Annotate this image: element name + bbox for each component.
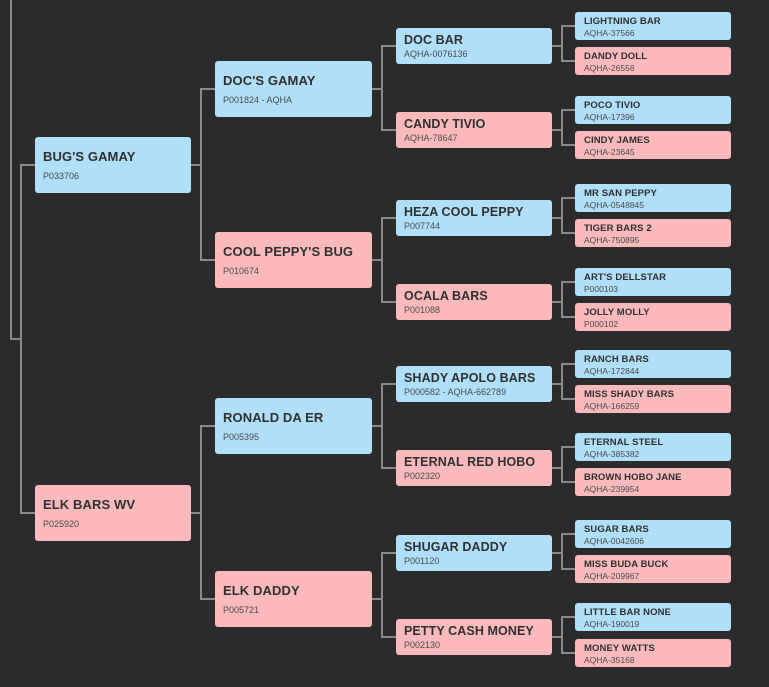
horse-registration: P025920 bbox=[43, 519, 80, 529]
horse-registration: AQHA-0076136 bbox=[404, 49, 468, 59]
horse-name: HEZA COOL PEPPY bbox=[404, 205, 524, 219]
horse-name: ELK DADDY bbox=[223, 583, 300, 598]
horse-registration: AQHA-209967 bbox=[584, 571, 640, 581]
horse-registration: AQHA-17396 bbox=[584, 112, 635, 122]
horse-name: RANCH BARS bbox=[584, 354, 649, 365]
horse-name: JOLLY MOLLY bbox=[584, 307, 650, 318]
horse-registration: AQHA-385382 bbox=[584, 449, 640, 459]
horse-registration: P002320 bbox=[404, 471, 441, 481]
horse-registration: P033706 bbox=[43, 171, 80, 181]
horse-name: DOC BAR bbox=[404, 33, 464, 47]
horse-registration: P007744 bbox=[404, 221, 441, 231]
horse-card-petty-cash-money[interactable]: PETTY CASH MONEY P002130 bbox=[396, 619, 552, 655]
horse-name: SHUGAR DADDY bbox=[404, 540, 508, 554]
horse-card-shugar-daddy[interactable]: SHUGAR DADDY P001120 bbox=[396, 535, 552, 571]
horse-name: RONALD DA ER bbox=[223, 410, 324, 425]
horse-card-cool-peppy-s-bug[interactable]: COOL PEPPY'S BUG P010674 bbox=[215, 232, 372, 288]
horse-registration: AQHA-239954 bbox=[584, 484, 640, 494]
horse-registration: AQHA-26556 bbox=[584, 63, 635, 73]
horse-name: LITTLE BAR NONE bbox=[584, 607, 671, 618]
horse-name: COOL PEPPY'S BUG bbox=[223, 244, 354, 259]
horse-registration: P000102 bbox=[584, 319, 619, 329]
horse-name: ETERNAL RED HOBO bbox=[404, 455, 536, 469]
horse-name: OCALA BARS bbox=[404, 289, 488, 303]
horse-registration: P005395 bbox=[223, 432, 260, 442]
horse-card-ronald-da-er[interactable]: RONALD DA ER P005395 bbox=[215, 398, 372, 454]
horse-card-ocala-bars[interactable]: OCALA BARS P001088 bbox=[396, 284, 552, 320]
horse-registration: AQHA-0042606 bbox=[584, 536, 645, 546]
horse-name: MONEY WATTS bbox=[584, 643, 655, 654]
horse-card-elk-daddy[interactable]: ELK DADDY P005721 bbox=[215, 571, 372, 627]
horse-registration: P001088 bbox=[404, 305, 441, 315]
horse-registration: P001120 bbox=[404, 556, 440, 566]
horse-name: CINDY JAMES bbox=[584, 135, 650, 146]
horse-name: MISS BUDA BUCK bbox=[584, 559, 669, 570]
horse-card-candy-tivio[interactable]: CANDY TIVIO AQHA-78647 bbox=[396, 112, 552, 148]
horse-name: POCO TIVIO bbox=[584, 100, 641, 111]
horse-name: SUGAR BARS bbox=[584, 524, 649, 535]
horse-registration: P000582 - AQHA-662789 bbox=[404, 387, 507, 397]
horse-registration: AQHA-37566 bbox=[584, 28, 635, 38]
horse-registration: P002130 bbox=[404, 640, 441, 650]
horse-name: DANDY DOLL bbox=[584, 51, 648, 62]
horse-card-doc-s-gamay[interactable]: DOC'S GAMAY P001824 - AQHA bbox=[215, 61, 372, 117]
horse-registration: AQHA-23645 bbox=[584, 147, 635, 157]
horse-registration: AQHA-35168 bbox=[584, 655, 635, 665]
horse-registration: AQHA-166259 bbox=[584, 401, 640, 411]
horse-name: SHADY APOLO BARS bbox=[404, 371, 536, 385]
horse-name: BROWN HOBO JANE bbox=[584, 472, 682, 483]
horse-card-doc-bar[interactable]: DOC BAR AQHA-0076136 bbox=[396, 28, 552, 64]
horse-registration: AQHA-750895 bbox=[584, 235, 640, 245]
horse-registration: AQHA-0548845 bbox=[584, 200, 645, 210]
horse-card-bug-s-gamay[interactable]: BUG'S GAMAY P033706 bbox=[35, 137, 191, 193]
horse-card-shady-apolo-bars[interactable]: SHADY APOLO BARS P000582 - AQHA-662789 bbox=[396, 366, 552, 402]
horse-registration: P010674 bbox=[223, 266, 260, 276]
horse-name: LIGHTNING BAR bbox=[584, 16, 661, 27]
horse-name: BUG'S GAMAY bbox=[43, 149, 136, 164]
horse-name: PETTY CASH MONEY bbox=[404, 624, 534, 638]
horse-registration: P000103 bbox=[584, 284, 619, 294]
horse-registration: P001824 - AQHA bbox=[223, 95, 293, 105]
horse-name: DOC'S GAMAY bbox=[223, 73, 316, 88]
horse-registration: AQHA-172844 bbox=[584, 366, 640, 376]
horse-name: ART'S DELLSTAR bbox=[584, 272, 667, 283]
horse-name: TIGER BARS 2 bbox=[584, 223, 652, 234]
horse-name: ELK BARS WV bbox=[43, 497, 136, 512]
horse-name: CANDY TIVIO bbox=[404, 117, 486, 131]
horse-card-eternal-red-hobo[interactable]: ETERNAL RED HOBO P002320 bbox=[396, 450, 552, 486]
horse-registration: AQHA-78647 bbox=[404, 133, 458, 143]
horse-registration: P005721 bbox=[223, 605, 260, 615]
horse-name: MISS SHADY BARS bbox=[584, 389, 675, 400]
horse-name: MR SAN PEPPY bbox=[584, 188, 657, 199]
horse-name: ETERNAL STEEL bbox=[584, 437, 664, 448]
horse-registration: AQHA-190019 bbox=[584, 619, 640, 629]
horse-card-heza-cool-peppy[interactable]: HEZA COOL PEPPY P007744 bbox=[396, 200, 552, 236]
horse-card-elk-bars-wv[interactable]: ELK BARS WV P025920 bbox=[35, 485, 191, 541]
